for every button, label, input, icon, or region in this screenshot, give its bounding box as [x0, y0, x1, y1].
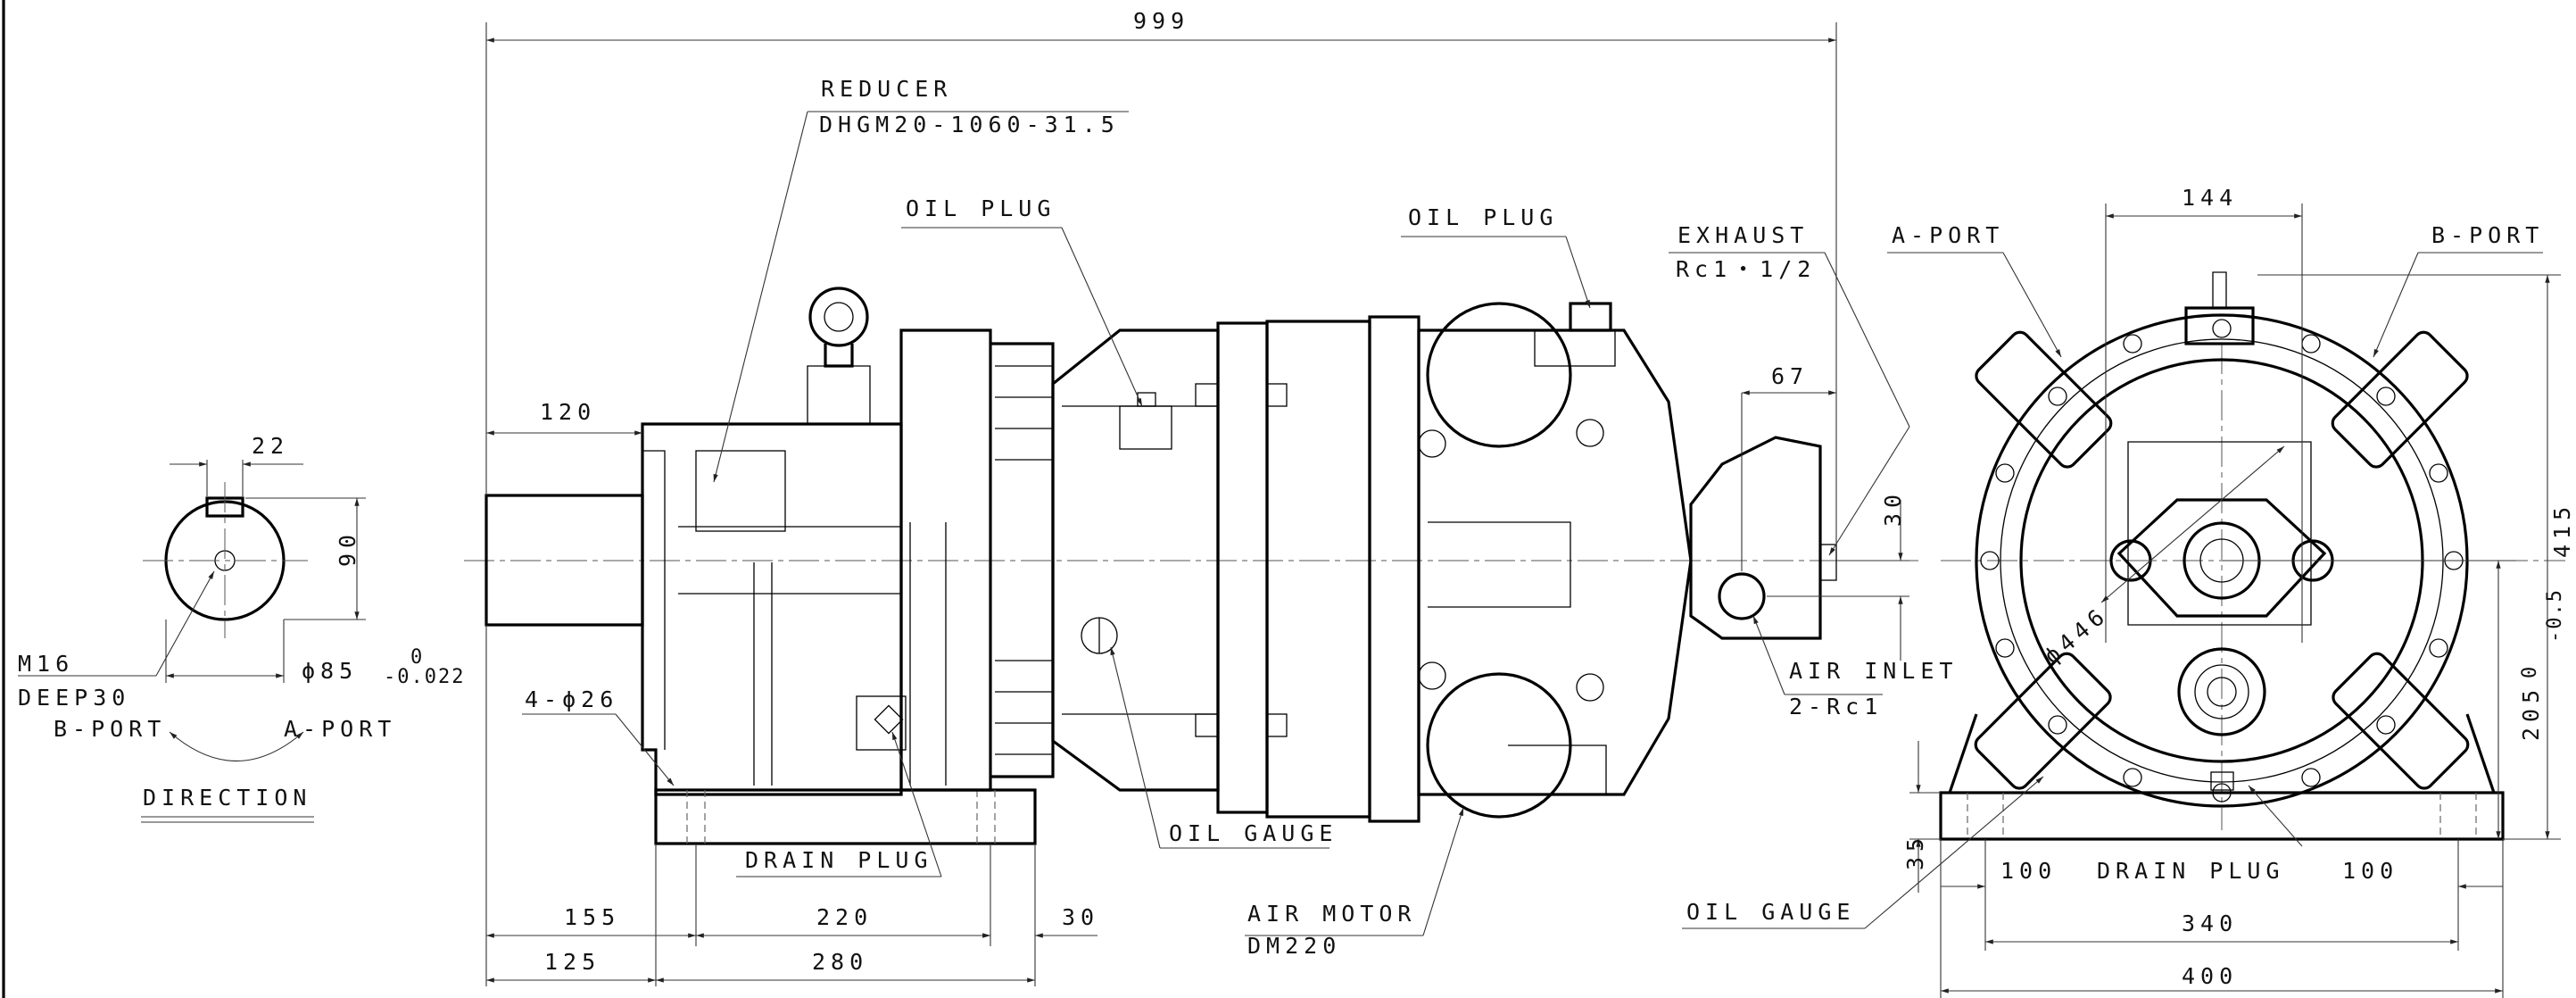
key-a-port: A-PORT [284, 716, 396, 742]
dim-key-width: 22 [252, 433, 289, 459]
oil-plug-right [1569, 302, 1612, 332]
dim-35: 35 [1902, 833, 1928, 870]
front-tol-upper: 0 [2519, 665, 2541, 678]
tap-thread: M16 [18, 651, 74, 677]
front-view [1682, 204, 2565, 998]
dim-30-bottom: 30 [1062, 904, 1099, 930]
dim-400: 400 [2182, 963, 2238, 989]
overall-length: 999 [1133, 8, 1189, 34]
lower-gauge [2177, 647, 2266, 736]
dim-67: 67 [1771, 363, 1809, 389]
front-b-port: B-PORT [2431, 222, 2544, 248]
dim-100-left: 100 [2000, 858, 2057, 884]
front-a-port: A-PORT [1892, 222, 2004, 248]
base-foot [654, 788, 1037, 845]
dim-220: 220 [816, 904, 873, 930]
tol-upper-shaft: 0 [410, 646, 424, 669]
exhaust-label: EXHAUST [1677, 222, 1809, 248]
air-inlet-label: AIR INLET [1789, 658, 1958, 684]
air-inlet-thread: 2-Rc1 [1789, 694, 1883, 719]
air-motor-label: AIR MOTOR [1247, 901, 1416, 927]
front-tol-lower: -0.5 [2544, 588, 2566, 643]
dim-125: 125 [544, 949, 601, 975]
drain-plug-front: DRAIN PLUG [2097, 858, 2285, 884]
dim-key-height: 90 [335, 529, 360, 567]
air-motor-body [1417, 329, 1693, 796]
dim-shaft-len: 120 [540, 399, 596, 425]
dim-205: 205 [2518, 685, 2544, 741]
holes-label: 4-ϕ26 [525, 686, 618, 712]
top-oil-plug [2184, 306, 2255, 345]
side-view [464, 22, 1918, 986]
dim-shaft-dia: ϕ85 [302, 658, 358, 684]
tap-depth: DEEP30 [18, 685, 130, 711]
direction-label: DIRECTION [143, 785, 311, 811]
dim-415: 415 [2549, 502, 2575, 558]
cylinder-housings [1974, 330, 2470, 790]
tol-lower-shaft: -0.022 [384, 666, 465, 688]
oil-plug-right-label: OIL PLUG [1408, 204, 1558, 230]
lifting-eye [808, 287, 869, 347]
key-b-port: B-PORT [54, 716, 166, 742]
oil-gauge-front: OIL GAUGE [1686, 899, 1855, 925]
dim-144: 144 [2182, 185, 2238, 211]
shaft-end-view [18, 460, 366, 823]
dim-340: 340 [2182, 911, 2238, 936]
air-motor-flange [1265, 320, 1371, 819]
oil-gauge-side: OIL GAUGE [1169, 820, 1338, 846]
dim-30-vertical: 30 [1880, 489, 1906, 527]
oil-plug-left-label: OIL PLUG [906, 195, 1056, 221]
motor-flange [1216, 321, 1269, 814]
labels: 22 90 ϕ85 0 -0.022 M16 DEEP30 B-PORT A-P… [18, 8, 2575, 989]
air-motor-model: DM220 [1247, 933, 1341, 959]
exhaust-thread: Rc1・1/2 [1676, 256, 1816, 282]
reducer-label: REDUCER [821, 76, 952, 102]
dim-155: 155 [564, 904, 620, 930]
reducer-model: DHGM20-1060-31.5 [819, 112, 1120, 137]
drain-plug-side: DRAIN PLUG [745, 847, 933, 873]
dim-100-right: 100 [2342, 858, 2398, 884]
dim-280: 280 [812, 949, 868, 975]
reducer-flange [899, 329, 992, 792]
air-inlet-fitting [1689, 436, 1822, 640]
